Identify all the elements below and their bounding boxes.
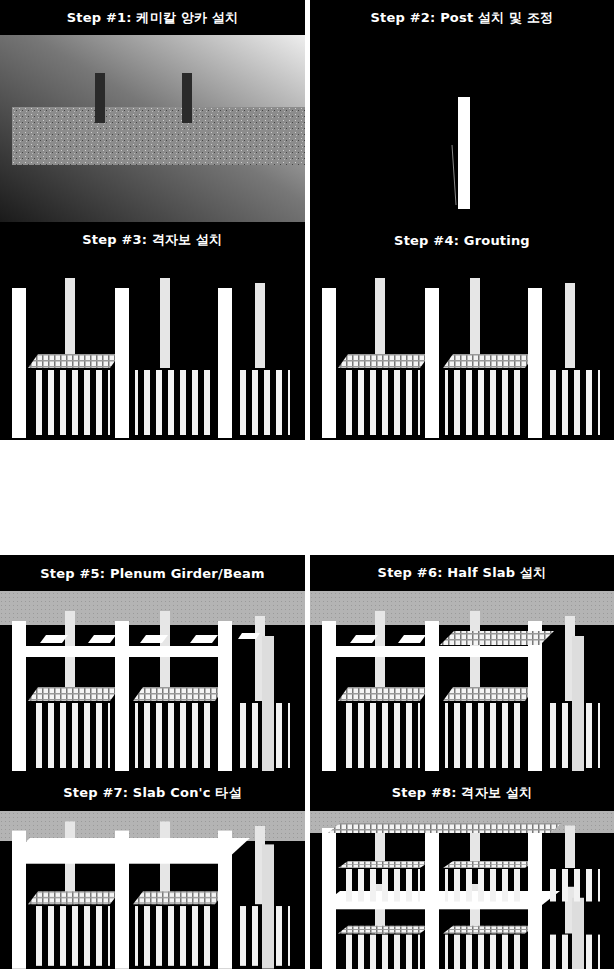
step-title: Step #1: 케미칼 앙카 설치 (67, 9, 239, 27)
step-header: Step #8: 격자보 설치 (310, 775, 614, 811)
half-slab-illustration (310, 591, 614, 775)
step-title: Step #7: Slab Con'c 타설 (63, 784, 242, 802)
post-illustration (310, 35, 614, 222)
step-title: Step #6: Half Slab 설치 (378, 564, 547, 582)
step-title: Step #3: 격자보 설치 (82, 231, 222, 249)
step-title: Step #8: 격자보 설치 (392, 784, 532, 802)
step-title: Step #2: Post 설치 및 조정 (370, 9, 553, 27)
step-header: Step #5: Plenum Girder/Beam (0, 555, 305, 591)
slab-concrete-illustration (0, 811, 305, 969)
step-header: Step #2: Post 설치 및 조정 (310, 0, 614, 35)
second-tier-illustration (310, 811, 614, 969)
grouting-illustration (310, 258, 614, 440)
step-title: Step #4: Grouting (394, 233, 530, 248)
step-header: Step #6: Half Slab 설치 (310, 555, 614, 591)
step-header: Step #7: Slab Con'c 타설 (0, 775, 305, 811)
anchor-illustration (0, 35, 305, 222)
grid-beam-illustration (0, 258, 305, 440)
step-header: Step #3: 격자보 설치 (0, 222, 305, 258)
step-title: Step #5: Plenum Girder/Beam (40, 566, 265, 581)
step-header: Step #1: 케미칼 앙카 설치 (0, 0, 305, 35)
step-header: Step #4: Grouting (310, 222, 614, 258)
plenum-girder-illustration (0, 591, 305, 775)
